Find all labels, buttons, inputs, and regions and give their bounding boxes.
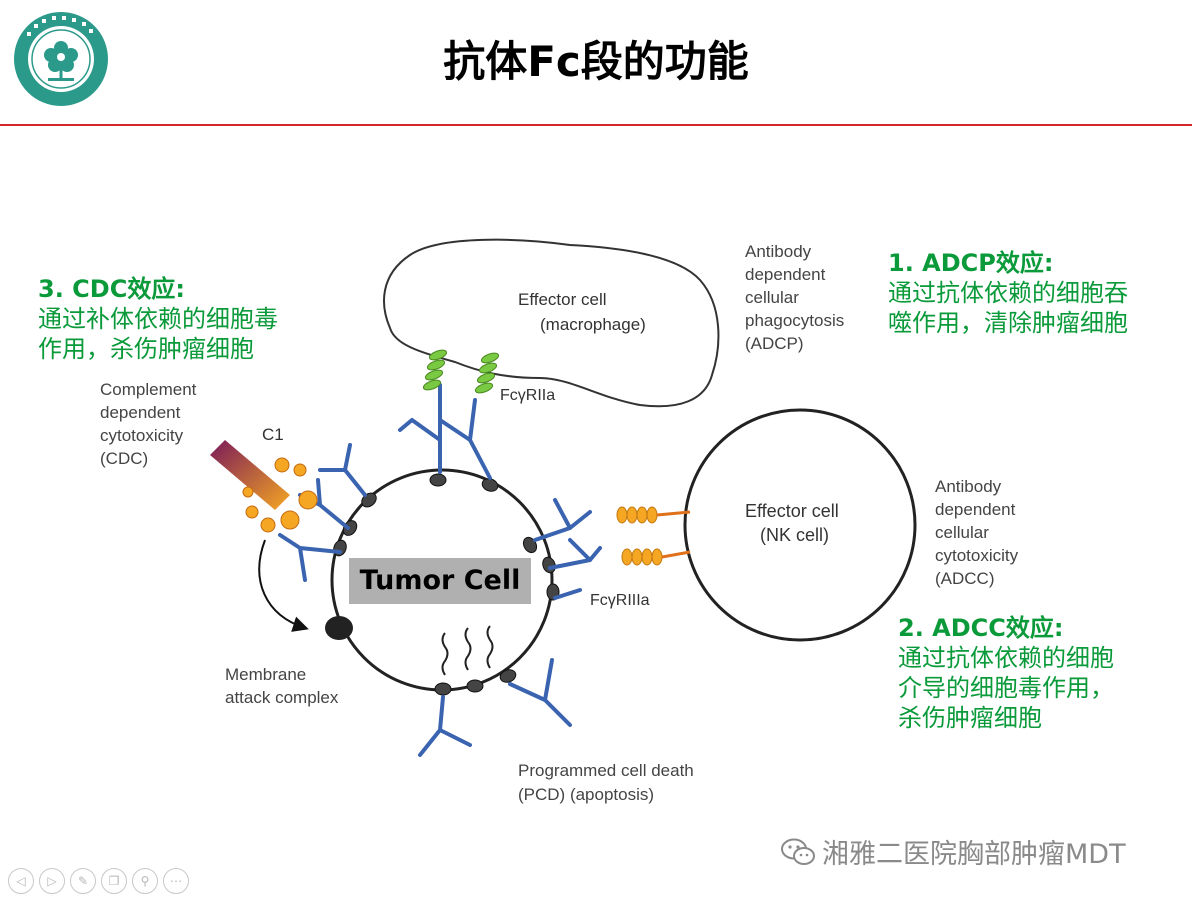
cdc-line-2: 作用，杀伤肿瘤细胞 <box>38 335 254 363</box>
next-icon[interactable]: ▷ <box>39 868 65 894</box>
adcp-label-5: (ADCP) <box>745 334 804 353</box>
adcc-line-1: 通过抗体依赖的细胞 <box>898 644 1114 672</box>
adcp-line-1: 通过抗体依赖的细胞吞 <box>888 279 1128 307</box>
adcp-label-1: Antibody <box>745 242 812 261</box>
slide-title: 抗体Fc段的功能 <box>443 37 749 86</box>
pen-icon[interactable]: ✎ <box>70 868 96 894</box>
cdc-label-1: Complement <box>100 380 197 399</box>
adcc-label-4: cytotoxicity <box>935 546 1019 565</box>
mac-label-2: attack complex <box>225 688 339 707</box>
cdc-label-3: cytotoxicity <box>100 426 184 445</box>
slide-navigation: ◁ ▷ ✎ ❐ ⚲ ⋯ <box>8 868 189 894</box>
title-divider <box>0 124 1192 126</box>
nk-cell <box>683 408 917 642</box>
watermark-text: 湘雅二医院胸部肿瘤MDT <box>822 839 1126 870</box>
adcp-heading: 1. ADCP效应: <box>888 249 1054 277</box>
c1-globules <box>242 457 318 533</box>
copy-icon[interactable]: ❐ <box>101 868 127 894</box>
pcd-label-1: Programmed cell death <box>518 761 694 780</box>
fc-receptor-3a <box>616 506 663 566</box>
macrophage-outline <box>383 238 720 408</box>
membrane-attack-complex <box>325 616 353 640</box>
fc-function-diagram: Effector cell (macrophage) Effector cell… <box>100 238 1019 804</box>
watermark: 湘雅二医院胸部肿瘤MDT <box>780 832 1126 871</box>
cdc-label-4: (CDC) <box>100 449 148 468</box>
cdc-label-2: dependent <box>100 403 181 422</box>
c1-complex <box>210 440 290 510</box>
prev-icon[interactable]: ◁ <box>8 868 34 894</box>
cdc-line-1: 通过补体依赖的细胞毒 <box>38 305 278 333</box>
zoom-icon[interactable]: ⚲ <box>132 868 158 894</box>
wechat-icon <box>781 838 815 865</box>
adcc-label-5: (ADCC) <box>935 569 995 588</box>
c1-label: C1 <box>262 425 284 444</box>
cdc-heading: 3. CDC效应: <box>38 275 185 303</box>
adcc-label-3: cellular <box>935 523 989 542</box>
macrophage-label-1: Effector cell <box>518 290 607 309</box>
fc-receptor-2a <box>422 349 500 394</box>
fc-receptor-3a-label: FcγRIIIa <box>590 592 650 609</box>
apoptosis-signals <box>441 625 494 676</box>
adcp-line-2: 噬作用，清除肿瘤细胞 <box>888 309 1128 337</box>
tumor-cell-label: Tumor Cell <box>349 558 531 604</box>
nk-label-2: (NK cell) <box>760 525 829 545</box>
adcc-line-2: 介导的细胞毒作用， <box>898 674 1114 702</box>
adcc-heading: 2. ADCC效应: <box>898 614 1064 642</box>
adcc-line-3: 杀伤肿瘤细胞 <box>898 704 1042 732</box>
macrophage-label-2: (macrophage) <box>540 315 646 334</box>
more-icon[interactable]: ⋯ <box>163 868 189 894</box>
adcp-annotation: 1. ADCP效应: 通过抗体依赖的细胞吞 噬作用，清除肿瘤细胞 <box>888 248 1128 338</box>
adcp-label-4: phagocytosis <box>745 311 844 330</box>
flower-icon <box>44 41 78 81</box>
fc-receptor-2a-label: FcγRIIa <box>500 387 555 404</box>
mac-label-1: Membrane <box>225 665 306 684</box>
hospital-logo <box>14 12 108 106</box>
adcc-annotation: 2. ADCC效应: 通过抗体依赖的细胞 介导的细胞毒作用， 杀伤肿瘤细胞 <box>898 613 1114 733</box>
cdc-annotation: 3. CDC效应: 通过补体依赖的细胞毒 作用，杀伤肿瘤细胞 <box>38 274 278 364</box>
mac-arrow <box>258 539 309 632</box>
pcd-label-2: (PCD) (apoptosis) <box>518 785 654 804</box>
adcp-label-2: dependent <box>745 265 826 284</box>
adcp-label-3: cellular <box>745 288 799 307</box>
adcc-label-1: Antibody <box>935 477 1002 496</box>
adcc-label-2: dependent <box>935 500 1016 519</box>
antibodies <box>278 383 602 757</box>
nk-label-1: Effector cell <box>745 501 839 521</box>
